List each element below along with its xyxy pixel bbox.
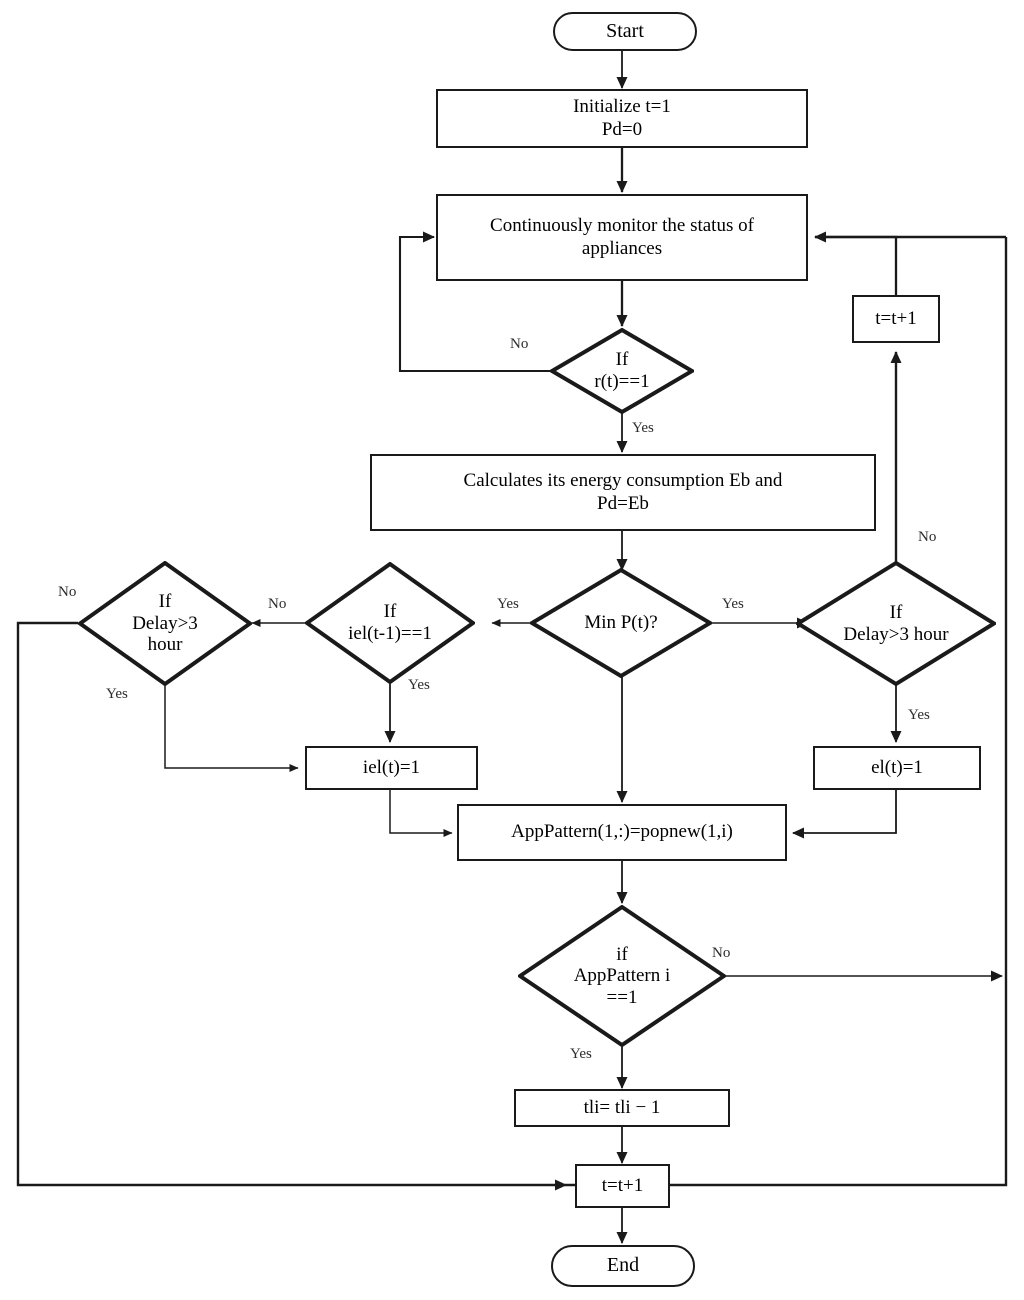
edge-if-rt-no-to-monitor (398, 231, 550, 373)
node-initialize-line2: Pd=0 (601, 118, 643, 140)
delay-right-diamond-shape (796, 561, 996, 686)
node-initialize-line1: Initialize t=1 (573, 96, 671, 118)
edge-label-if-iel-no: No (268, 596, 287, 612)
edge-label-min-pt-yes-right: Yes (722, 596, 744, 612)
node-delay-left[interactable]: If Delay>3 hour (78, 561, 252, 686)
node-tli-label: tli= tli − 1 (583, 1096, 661, 1118)
edge-label-if-iel-yes: Yes (408, 677, 430, 693)
node-if-rt[interactable]: If r(t)==1 (550, 328, 694, 414)
edge-t-plus-1-top-to-monitor (814, 231, 898, 295)
node-end-label: End (606, 1254, 640, 1277)
node-if-apppattern[interactable]: if AppPattern i ==1 (518, 905, 726, 1047)
if-apppattern-diamond-shape (518, 905, 726, 1047)
node-el-set-label: el(t)=1 (871, 756, 923, 778)
edge-label-if-apppattern-yes: Yes (570, 1046, 592, 1062)
node-t-plus-1-top[interactable]: t=t+1 (852, 295, 940, 343)
if-rt-diamond-shape (550, 328, 694, 414)
node-calc-energy-line2: Pd=Eb (597, 492, 649, 514)
node-calc-energy-line1: Calculates its energy consumption Eb and (463, 470, 783, 492)
edge-label-delay-left-yes: Yes (106, 686, 128, 702)
node-monitor-line1: Continuously monitor the status of (490, 215, 754, 237)
node-end[interactable]: End (551, 1245, 695, 1287)
edge-right-rail (566, 237, 1008, 1187)
node-t-plus-1-bottom[interactable]: t=t+1 (575, 1164, 670, 1208)
node-apppattern[interactable]: AppPattern(1,:)=popnew(1,i) (457, 804, 787, 861)
node-monitor-line2: appliances (581, 237, 663, 259)
edge-label-min-pt-yes-left: Yes (497, 596, 519, 612)
edge-label-if-rt-no: No (510, 336, 529, 352)
node-if-iel[interactable]: If iel(t-1)==1 (305, 562, 475, 684)
delay-left-diamond-shape (78, 561, 252, 686)
node-calc-energy[interactable]: Calculates its energy consumption Eb and… (370, 454, 876, 531)
edge-delay-left-no-to-t-plus-1 (16, 621, 567, 1191)
node-start[interactable]: Start (553, 12, 697, 51)
edge-label-delay-left-no: No (58, 584, 77, 600)
node-el-set[interactable]: el(t)=1 (813, 746, 981, 790)
node-initialize[interactable]: Initialize t=1 Pd=0 (436, 89, 808, 148)
node-min-pt[interactable]: Min P(t)? (530, 568, 712, 678)
if-iel-diamond-shape (305, 562, 475, 684)
edge-label-if-rt-yes: Yes (632, 420, 654, 436)
node-t-plus-1-bottom-label: t=t+1 (601, 1174, 644, 1196)
edge-iel-set-to-apppattern (389, 789, 453, 837)
node-tli[interactable]: tli= tli − 1 (514, 1089, 730, 1127)
node-t-plus-1-top-label: t=t+1 (875, 307, 917, 329)
node-monitor[interactable]: Continuously monitor the status of appli… (436, 194, 808, 281)
edge-delay-left-yes-to-iel-set (164, 686, 299, 772)
min-pt-diamond-shape (530, 568, 712, 678)
edge-label-delay-right-no: No (918, 529, 937, 545)
node-iel-set-label: iel(t)=1 (362, 756, 421, 778)
edge-el-set-to-apppattern (792, 789, 897, 839)
edge-label-if-apppattern-no: No (712, 945, 731, 961)
node-delay-right[interactable]: If Delay>3 hour (796, 561, 996, 686)
node-start-label: Start (606, 19, 644, 42)
node-apppattern-label: AppPattern(1,:)=popnew(1,i) (511, 821, 733, 843)
edge-label-delay-right-yes: Yes (908, 707, 930, 723)
node-iel-set[interactable]: iel(t)=1 (305, 746, 478, 790)
